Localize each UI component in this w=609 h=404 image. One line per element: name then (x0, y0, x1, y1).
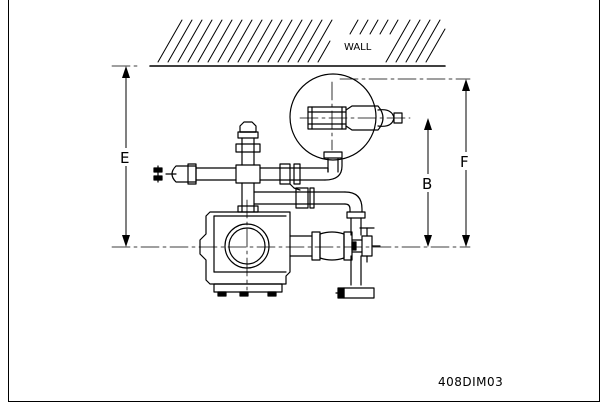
center-lines (111, 65, 471, 291)
pump-body (199, 205, 291, 297)
upper-pipework (153, 121, 366, 236)
drawing-frame (8, 0, 600, 402)
dimension-e-label: E (120, 149, 129, 167)
dimension-f: F (456, 79, 476, 247)
wall: WALL (149, 19, 446, 67)
dimension-b-label: B (422, 175, 432, 193)
discharge-pipework (289, 227, 381, 299)
wall-label: WALL (344, 42, 372, 53)
dimension-f-label: F (460, 153, 469, 171)
dimension-e: E (116, 66, 136, 247)
dimension-b: B (418, 118, 438, 247)
pressure-tank (289, 73, 403, 173)
drawing-code: 408DIM03 (438, 375, 504, 389)
